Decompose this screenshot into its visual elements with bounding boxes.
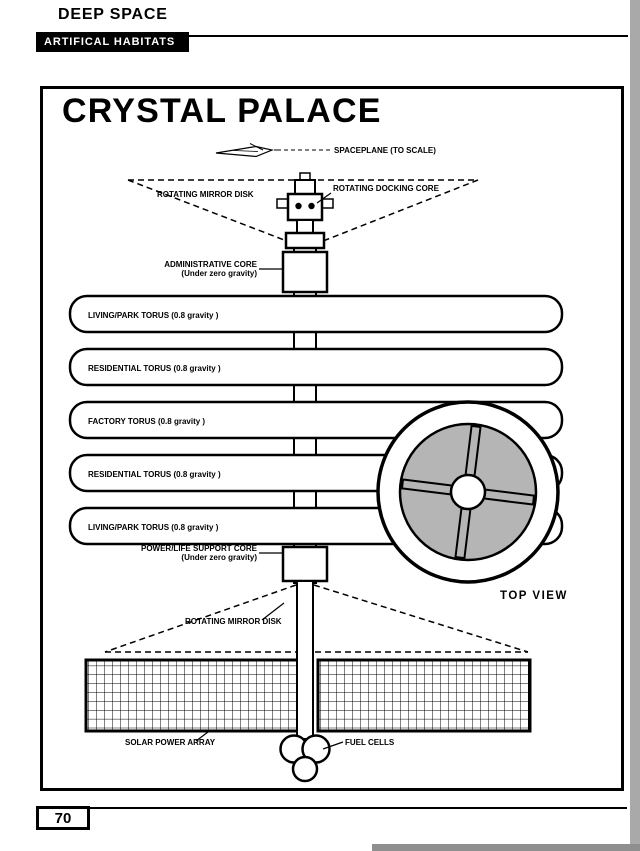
mirror-top-label: ROTATING MIRROR DISK <box>157 190 254 199</box>
leader-lines <box>195 192 344 750</box>
spaceplane-label: SPACEPLANE (TO SCALE) <box>334 146 436 155</box>
solar-array-label: SOLAR POWER ARRAY <box>125 738 216 747</box>
top-view-hub <box>449 473 487 511</box>
central-spine-lower <box>296 580 314 740</box>
solar-panel-right <box>316 658 532 733</box>
admin-core-label-2: (Under zero gravity) <box>181 269 257 278</box>
top-view-diagram <box>376 400 560 584</box>
spaceplane-icon <box>215 143 281 158</box>
torus-label: LIVING/PARK TORUS (0.8 gravity ) <box>88 311 219 320</box>
section-badge: ARTIFICAL HABITATS <box>36 32 190 52</box>
page-number: 70 <box>36 806 90 830</box>
fuel-cells-label: FUEL CELLS <box>345 738 395 747</box>
rotating-mirror-disk-bottom-shape <box>104 584 529 653</box>
docking-core-leader <box>316 192 332 204</box>
torus-label: FACTORY TORUS (0.8 gravity ) <box>88 417 205 426</box>
header-rule <box>186 35 628 37</box>
diagram-labels: SPACEPLANE (TO SCALE) ROTATING MIRROR DI… <box>88 146 568 747</box>
fuel-cells-shape <box>279 734 331 783</box>
administrative-core-block <box>281 250 329 294</box>
torus-ring <box>68 294 564 334</box>
power-core-label-2: (Under zero gravity) <box>181 553 257 562</box>
diagram-frame <box>40 86 624 791</box>
power-core-block <box>281 545 329 583</box>
solar-array-leader <box>195 731 209 742</box>
scan-edge-bottom <box>372 844 640 851</box>
scan-edge-right <box>630 0 640 851</box>
torus-label: RESIDENTIAL TORUS (0.8 gravity ) <box>88 364 221 373</box>
section-kicker: DEEP SPACE <box>58 6 168 23</box>
docking-core-label: ROTATING DOCKING CORE <box>333 184 440 193</box>
top-view-label: TOP VIEW <box>500 590 568 602</box>
page-title: CRYSTAL PALACE <box>62 92 382 130</box>
mirror-bottom-label: ROTATING MIRROR DISK <box>185 617 282 626</box>
solar-power-array-panels <box>84 658 532 733</box>
torus-ring <box>68 347 564 387</box>
torus-label: RESIDENTIAL TORUS (0.8 gravity ) <box>88 470 221 479</box>
torus-label: LIVING/PARK TORUS (0.8 gravity ) <box>88 523 219 532</box>
fuel-cells-leader <box>322 741 344 750</box>
rotating-docking-core-shape <box>276 172 334 250</box>
top-view-spokes <box>400 424 536 560</box>
admin-core-label-1: ADMINISTRATIVE CORE <box>164 260 257 269</box>
footer-rule <box>90 807 627 809</box>
mirror-bottom-leader <box>261 602 285 621</box>
power-core-label-1: POWER/LIFE SUPPORT CORE <box>141 544 258 553</box>
solar-panel-left <box>84 658 300 733</box>
